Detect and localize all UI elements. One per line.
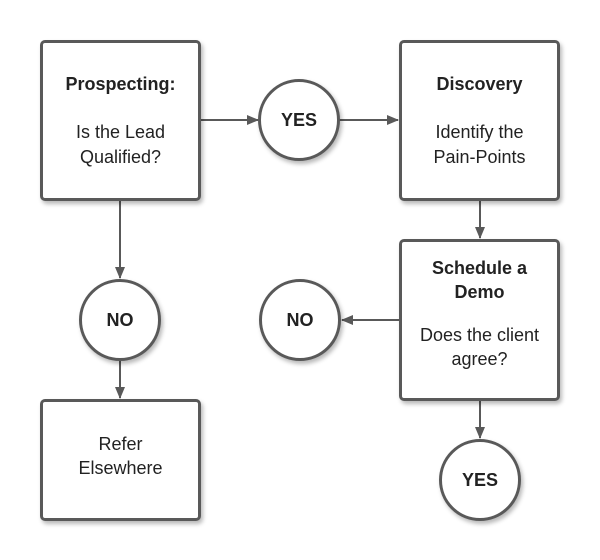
yes-bottom-label: YES bbox=[461, 469, 499, 490]
schedule-demo-line-1: Does the client bbox=[419, 324, 540, 345]
yes-top-circle: YES bbox=[258, 79, 340, 161]
prospecting-title: Prospecting: bbox=[65, 74, 176, 94]
no-left-circle: NO bbox=[79, 279, 161, 361]
no-left-label: NO bbox=[106, 309, 134, 330]
no-right-circle: NO bbox=[259, 279, 341, 361]
discovery-box: Discovery Identify the Pain-Points bbox=[399, 40, 560, 201]
prospecting-line-1: Is the Lead bbox=[75, 122, 166, 143]
refer-line-1: Refer bbox=[98, 434, 143, 454]
prospecting-line-2: Qualified? bbox=[79, 146, 162, 167]
discovery-line-2: Pain-Points bbox=[433, 146, 526, 167]
prospecting-box: Prospecting: Is the Lead Qualified? bbox=[40, 40, 201, 201]
discovery-line-1: Identify the bbox=[435, 122, 524, 143]
no-right-label: NO bbox=[286, 309, 314, 330]
yes-bottom-circle: YES bbox=[439, 439, 521, 521]
schedule-demo-title-line-2: Demo bbox=[454, 282, 505, 303]
yes-top-label: YES bbox=[280, 109, 318, 130]
discovery-title: Discovery bbox=[436, 74, 523, 94]
refer-line-2: Elsewhere bbox=[78, 458, 163, 479]
schedule-demo-title-line-1: Schedule a bbox=[431, 258, 528, 278]
schedule-demo-box: Schedule a Demo Does the client agree? bbox=[399, 239, 560, 401]
refer-box: Refer Elsewhere bbox=[40, 399, 201, 521]
schedule-demo-line-2: agree? bbox=[451, 348, 508, 369]
